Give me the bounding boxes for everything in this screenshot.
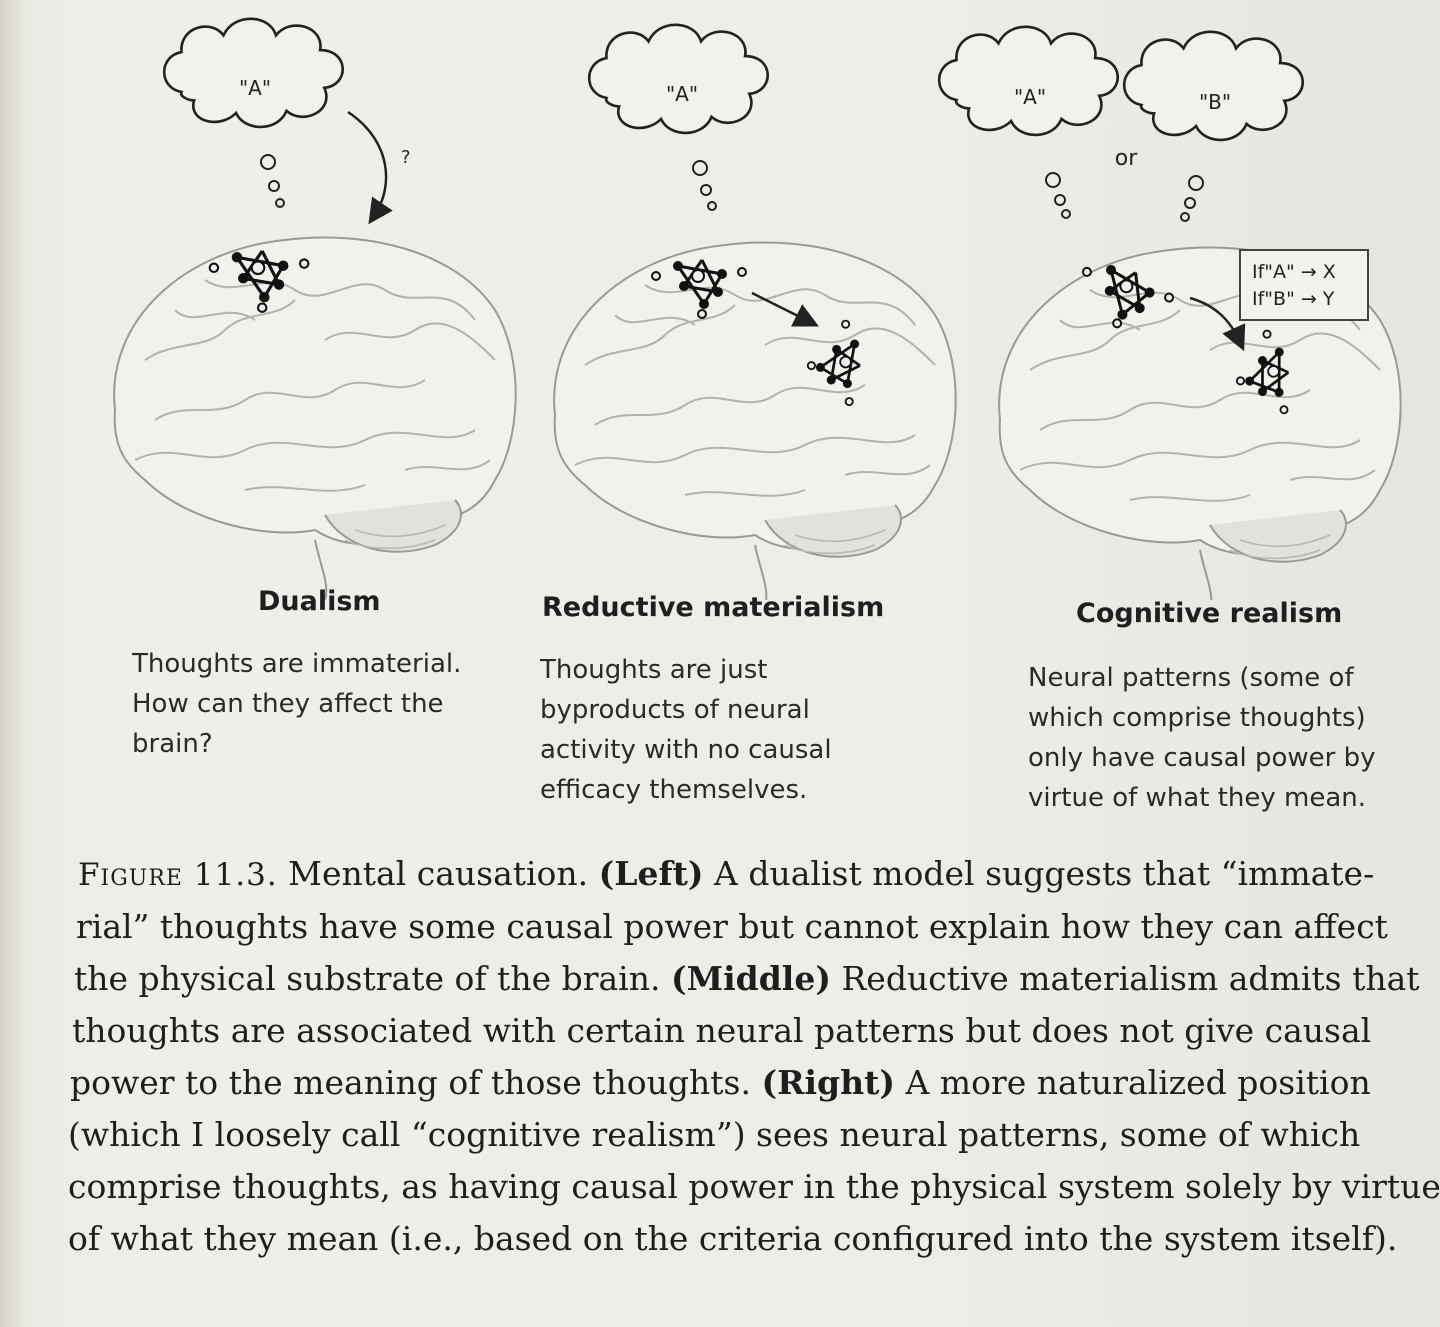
caption-title: Mental causation. <box>288 854 589 893</box>
right-label: (Right) <box>761 1063 895 1102</box>
dualism-description: Thoughts are immaterial. How can they af… <box>132 644 461 764</box>
caption-line: comprise thoughts, as having causal powe… <box>68 1167 1440 1206</box>
desc-line: How can they affect the <box>132 689 444 719</box>
caption-text: Reductive materialism admits that <box>841 959 1420 998</box>
middle-label: (Middle) <box>670 959 831 998</box>
thought-label: "A" <box>239 76 271 100</box>
reductive-materialism-title: Reductive materialism <box>542 592 885 623</box>
caption-line: of what they mean (i.e., based on the cr… <box>68 1219 1398 1258</box>
left-label: (Left) <box>598 854 704 893</box>
thought-cloud <box>587 23 770 135</box>
desc-line: activity with no causal <box>540 735 832 765</box>
thought-cloud-a <box>937 25 1120 137</box>
thought-label: "A" <box>666 82 698 106</box>
caption-text: the physical substrate of the brain. <box>74 959 661 998</box>
caption-text: A dualist model suggests that “immate- <box>714 854 1375 893</box>
rule-box <box>1239 249 1369 321</box>
desc-line: byproducts of neural <box>540 695 810 725</box>
dualism-diagram: "A" ? <box>113 17 517 600</box>
cognitive-realism-title: Cognitive realism <box>1076 598 1343 629</box>
brain-illustration <box>113 236 517 600</box>
question-mark: ? <box>401 147 411 168</box>
brain-illustration <box>553 241 957 600</box>
reductive-materialism-description: Thoughts are just byproducts of neural a… <box>540 650 832 810</box>
caption-text: A more naturalized position <box>905 1063 1371 1102</box>
figure-label: Figure 11.3. <box>78 857 278 893</box>
thought-cloud <box>162 17 345 129</box>
dualism-title: Dualism <box>258 586 381 617</box>
cognitive-realism-description: Neural patterns (some of which comprise … <box>1028 658 1376 818</box>
caption-line: Figure 11.3. Mental causation. (Left) A … <box>68 848 1408 901</box>
caption-line: thoughts are associated with certain neu… <box>72 1011 1372 1050</box>
caption-text: power to the meaning of those thoughts. <box>70 1063 751 1102</box>
figure-illustration: "A" ? "A" "A" "B" or <box>113 17 1402 600</box>
or-label: or <box>1115 146 1138 171</box>
rule-line-2: If"B" → Y <box>1252 288 1335 310</box>
desc-line: efficacy themselves. <box>540 775 808 805</box>
desc-line: Thoughts are immaterial. <box>132 649 462 679</box>
thought-cloud-b <box>1122 30 1305 142</box>
rule-line-1: If"A" → X <box>1252 261 1336 283</box>
causal-arrow <box>347 110 393 225</box>
caption-line: the physical substrate of the brain. (Mi… <box>68 953 1420 1005</box>
desc-line: only have causal power by <box>1028 743 1376 773</box>
cognitive-realism-diagram: "A" "B" or If"A" → X If"B" → Y <box>937 25 1402 600</box>
desc-line: Neural patterns (some of <box>1028 663 1354 693</box>
desc-line: brain? <box>132 729 213 759</box>
thought-label-b: "B" <box>1199 90 1231 114</box>
figure-caption: Figure 11.3. Mental causation. (Left) A … <box>68 848 1440 1265</box>
desc-line: which comprise thoughts) <box>1028 703 1366 733</box>
neural-arrow <box>1189 296 1246 352</box>
desc-line: virtue of what they mean. <box>1028 783 1367 813</box>
thought-label-a: "A" <box>1014 85 1046 109</box>
caption-line: rial” thoughts have some causal power bu… <box>76 907 1388 946</box>
neural-arrow <box>751 291 819 327</box>
caption-line: power to the meaning of those thoughts. … <box>68 1057 1408 1109</box>
desc-line: Thoughts are just <box>540 655 768 685</box>
caption-line: (which I loosely call “cognitive realism… <box>68 1115 1361 1154</box>
book-spine <box>0 0 22 1327</box>
reductive-materialism-diagram: "A" <box>553 23 957 600</box>
